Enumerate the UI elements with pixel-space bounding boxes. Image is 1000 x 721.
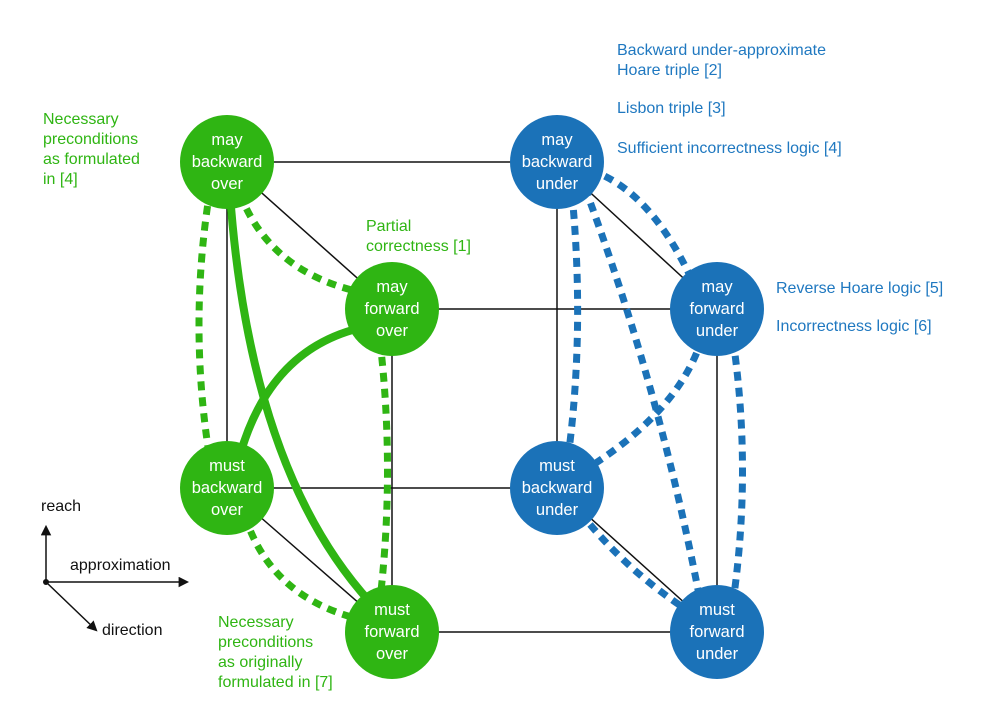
node-label-line: must	[699, 601, 735, 619]
annotation-reverse-hoare: Reverse Hoare logic [5]	[776, 280, 943, 297]
annotation-line: as formulated	[43, 151, 140, 168]
annotation-line: formulated in [7]	[218, 674, 333, 691]
annotation-sufficient-incorrectness: Sufficient incorrectness logic [4]	[617, 140, 842, 157]
node-may-backward-under: may backward under	[510, 115, 604, 209]
green-dotted-mubo-mufo	[241, 514, 356, 622]
annotation-line: in [4]	[43, 171, 78, 188]
annotation-line: Necessary	[43, 111, 119, 128]
green-dotted-left-arc	[195, 189, 214, 461]
blue-relations	[548, 166, 746, 615]
green-dotted-mfo-mufo	[376, 340, 391, 601]
axis-legend	[40, 524, 190, 632]
node-label-line: over	[376, 645, 409, 663]
blue-dotted-mbu-mubu-outer	[548, 195, 560, 456]
cube-edges	[226, 161, 718, 633]
annotation-line: Backward under-approximate	[617, 42, 826, 59]
node-must-forward-over: must forward over	[345, 585, 439, 679]
node-label-line: forward	[364, 623, 419, 641]
node-label-line: forward	[689, 300, 744, 318]
node-label-line: under	[696, 645, 739, 663]
node-label-line: under	[696, 322, 739, 340]
node-may-forward-under: may forward under	[670, 262, 764, 356]
axis-label-direction: direction	[102, 622, 162, 639]
annotation-line: preconditions	[43, 131, 138, 148]
node-label-line: backward	[522, 479, 593, 497]
green-relations	[195, 189, 391, 622]
node-label-line: may	[541, 131, 573, 149]
node-label-line: forward	[364, 300, 419, 318]
nodes: may backward over may forward over must …	[180, 115, 764, 679]
node-label-line: backward	[522, 153, 593, 171]
annotation-necessary-formulated: Necessary preconditions as formulated in…	[43, 111, 140, 188]
green-dotted-mbo-mfo	[236, 192, 361, 296]
annotation-line: preconditions	[218, 634, 313, 651]
node-must-forward-under: must forward under	[670, 585, 764, 679]
node-label-line: may	[701, 278, 733, 296]
blue-dotted-mbu-mfu	[588, 166, 696, 282]
node-label-line: must	[209, 457, 245, 475]
direction-arrow	[45, 581, 98, 632]
annotation-line: Partial	[366, 218, 411, 235]
axis-label-reach: reach	[41, 498, 81, 515]
green-solid-mbo-mufo	[226, 193, 373, 605]
blue-dotted-mubu-mufu	[577, 509, 692, 615]
blue-dotted-mbu-mubu	[564, 193, 582, 459]
annotation-incorrectness-logic: Incorrectness logic [6]	[776, 318, 932, 335]
axis-label-approximation: approximation	[70, 557, 171, 574]
node-must-backward-over: must backward over	[180, 441, 274, 535]
node-label-line: under	[536, 501, 579, 519]
annotation-line: Necessary	[218, 614, 294, 631]
node-label-line: must	[539, 457, 575, 475]
node-label-line: must	[374, 601, 410, 619]
annotation-backward-under-hoare: Backward under-approximate Hoare triple …	[617, 42, 826, 79]
node-label-line: forward	[689, 623, 744, 641]
annotation-lisbon-triple: Lisbon triple [3]	[617, 100, 726, 117]
green-solid-mubo-mfo	[236, 324, 361, 457]
annotation-necessary-originally: Necessary preconditions as originally fo…	[218, 614, 333, 691]
annotation-line: correctness [1]	[366, 238, 471, 255]
blue-dotted-mfu-mufu	[729, 339, 746, 603]
node-label-line: under	[536, 175, 579, 193]
node-label-line: backward	[192, 479, 263, 497]
node-label-line: may	[211, 131, 243, 149]
node-may-forward-over: may forward over	[345, 262, 439, 356]
blue-dotted-mfu-mubu	[586, 336, 706, 471]
node-may-backward-over: may backward over	[180, 115, 274, 209]
annotation-line: as originally	[218, 654, 302, 671]
node-label-line: backward	[192, 153, 263, 171]
annotation-partial-correctness: Partial correctness [1]	[366, 218, 471, 255]
node-must-backward-under: must backward under	[510, 441, 604, 535]
annotation-line: Hoare triple [2]	[617, 62, 722, 79]
node-label-line: may	[376, 278, 408, 296]
node-label-line: over	[376, 322, 409, 340]
node-label-line: over	[211, 501, 244, 519]
node-label-line: over	[211, 175, 244, 193]
axis-origin	[43, 579, 49, 585]
blue-dotted-mbu-mufu	[581, 186, 704, 601]
